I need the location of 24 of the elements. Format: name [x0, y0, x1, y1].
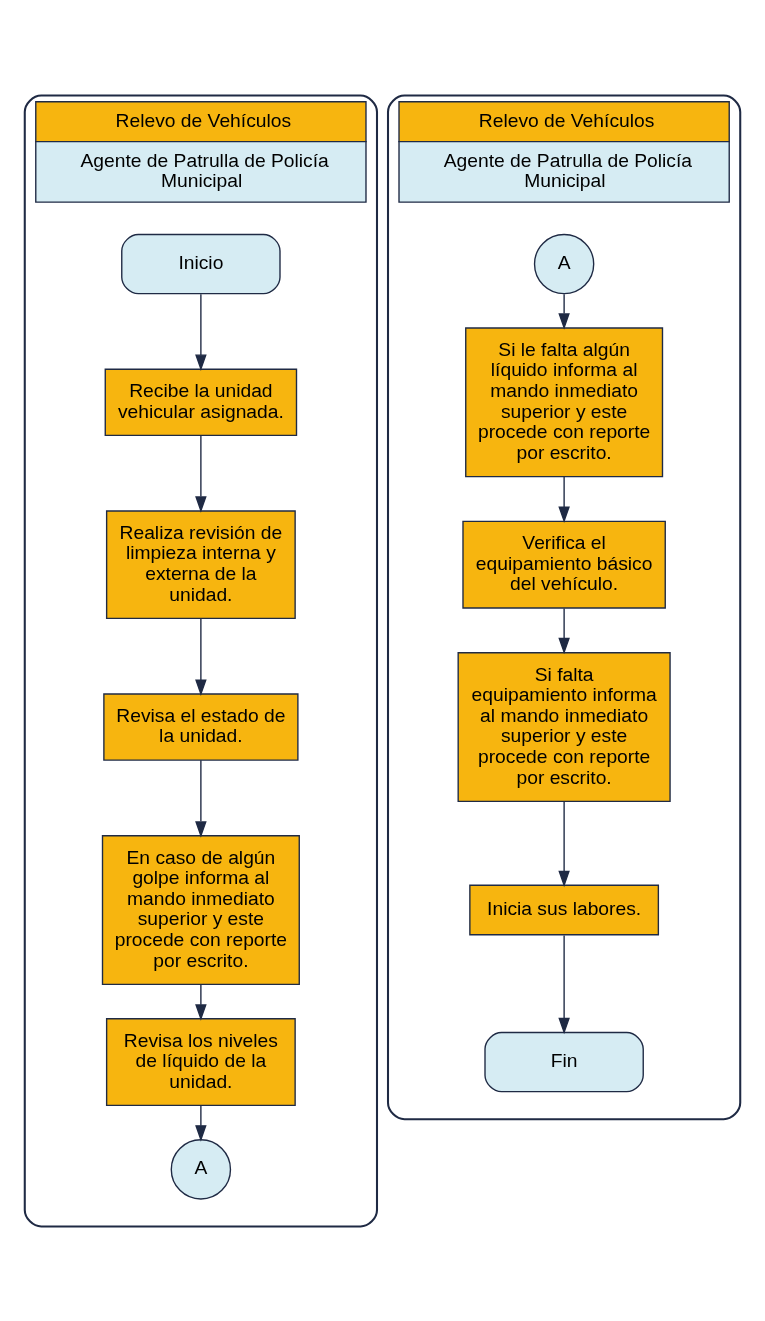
arrow — [558, 607, 570, 654]
node-circle: A — [533, 233, 595, 294]
arrow — [195, 759, 207, 838]
node-box: Realiza revisión de limpieza interna y externa de la unidad. — [105, 509, 296, 619]
node-box: Revisa los niveles de líquido de la unidad. — [105, 1017, 296, 1106]
node-box: Fin — [484, 1031, 644, 1092]
arrow — [558, 475, 570, 523]
node-box: Si le falta algún líquido informa al mando inmediato superior y este procede con reporte por escrito. — [465, 326, 664, 477]
arrow — [195, 617, 207, 696]
node-box: En caso de algún golpe informa al mando inmediato superior y este procede con reporte por escrito. — [101, 834, 300, 985]
node-circle: A — [170, 1138, 232, 1200]
arrow — [195, 983, 207, 1021]
node-box: Inicio — [121, 233, 281, 294]
node-box: Verifica el equipamiento básico del vehículo. — [462, 520, 666, 609]
arrow — [195, 434, 207, 513]
arrow — [195, 293, 207, 371]
arrow — [558, 293, 570, 330]
node-box: Si falta equipamiento informa al mando inmediato superior y este procede con reporte por escrito. — [457, 651, 671, 802]
node-box: Recibe la unidad vehicular asignada. — [104, 368, 298, 436]
arrow — [558, 934, 570, 1034]
node-box: Inicia sus labores. — [469, 884, 660, 935]
node-box: Revisa el estado de la unidad. — [103, 692, 299, 761]
arrow — [558, 800, 570, 887]
arrow — [195, 1104, 207, 1142]
